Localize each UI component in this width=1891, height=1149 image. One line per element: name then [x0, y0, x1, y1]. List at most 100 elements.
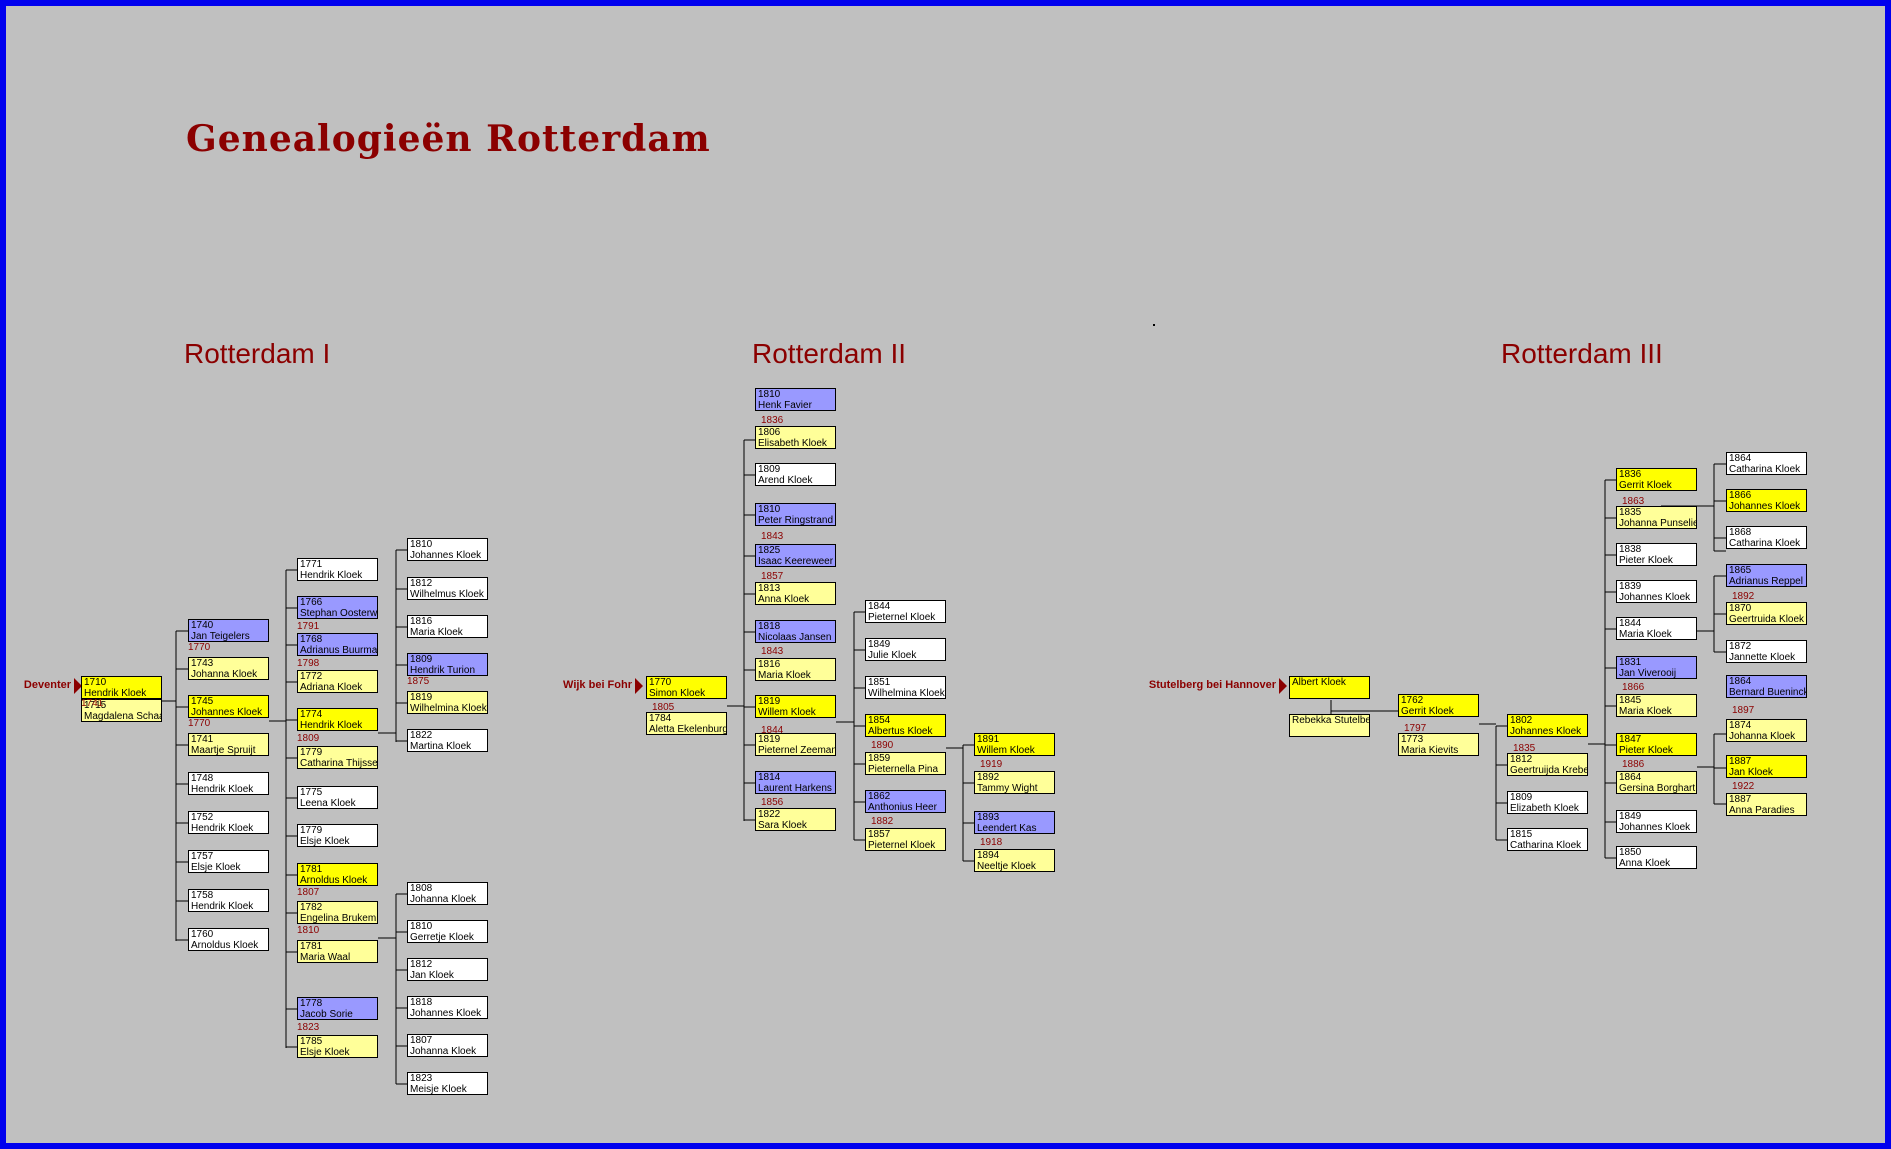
- birth-year: 1893: [977, 812, 1000, 823]
- marriage-year: 1882: [871, 816, 894, 827]
- person-box[interactable]: Rebekka Stutelberg: [1289, 714, 1370, 737]
- person-name: Pieternel Kloek: [868, 612, 936, 623]
- person-name: Gerretje Kloek: [410, 932, 474, 943]
- person-name: Hendrik Kloek: [300, 720, 363, 731]
- person-box[interactable]: Albert Kloek: [1289, 676, 1370, 699]
- birth-year: 1847: [1619, 734, 1642, 745]
- person-name: Pieternella Pina: [868, 764, 939, 775]
- person-name: Aletta Ekelenburg: [649, 724, 727, 735]
- person-name: Jacob Sorie: [300, 1009, 353, 1020]
- section-title-rotterdam-2: Rotterdam II: [752, 338, 907, 369]
